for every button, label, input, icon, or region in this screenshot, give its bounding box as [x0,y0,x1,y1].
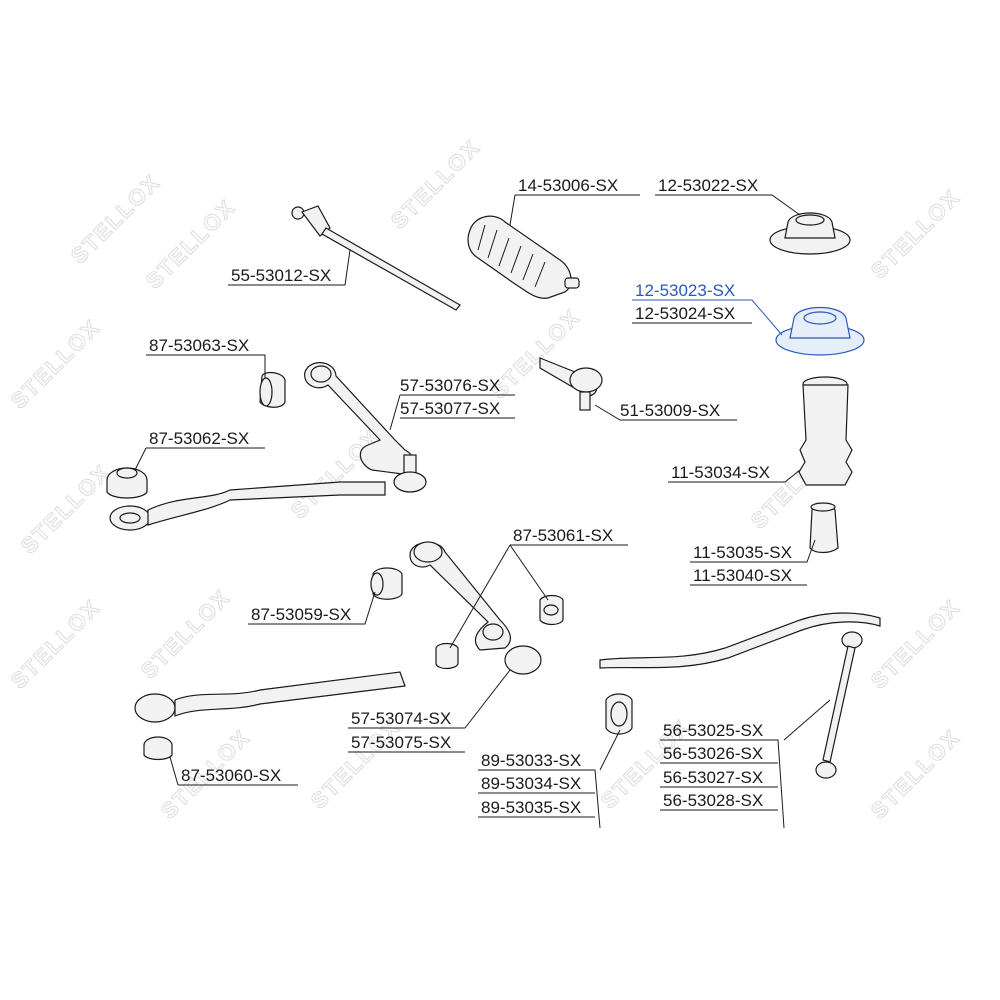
label-57-53077[interactable]: 57-53077-SX [400,399,500,418]
label-56-53025[interactable]: 56-53025-SX [663,721,763,740]
bushing-87-53063[interactable] [259,371,286,408]
label-55-53012[interactable]: 55-53012-SX [231,266,331,285]
watermark-6: STELLOX [486,304,585,403]
part-labels: 14-53006-SX 12-53022-SX 55-53012-SX 12-5… [149,176,792,817]
strut-mount-upper[interactable] [769,212,851,255]
label-12-53024[interactable]: 12-53024-SX [635,304,735,323]
label-87-53063[interactable]: 87-53063-SX [149,336,249,355]
label-12-53023[interactable]: 12-53023-SX [635,281,735,300]
label-56-53028[interactable]: 56-53028-SX [663,791,763,810]
control-arm-lower[interactable] [409,541,542,675]
watermark-12: STELLOX [306,714,405,813]
bushing-87-53061[interactable] [539,594,564,626]
steering-boot[interactable] [467,215,580,299]
label-57-53076[interactable]: 57-53076-SX [400,376,500,395]
watermark-1: STELLOX [66,169,165,268]
bushing-87-53062[interactable] [106,467,148,499]
label-87-53062[interactable]: 87-53062-SX [149,429,249,448]
label-56-53027[interactable]: 56-53027-SX [663,768,763,787]
shock-boot[interactable] [798,376,853,486]
leader-lines [134,194,831,829]
watermark-14: STELLOX [866,724,965,823]
label-11-53035[interactable]: 11-53035-SX [693,543,792,562]
watermark-11: STELLOX [136,584,235,683]
lower-link-lower[interactable] [134,671,406,723]
strut-mount-lower-highlighted[interactable] [775,307,865,356]
label-51-53009[interactable]: 51-53009-SX [620,401,720,420]
label-87-53060[interactable]: 87-53060-SX [181,766,281,785]
lower-link-upper[interactable] [109,481,386,531]
label-89-53033[interactable]: 89-53033-SX [481,751,581,770]
watermark-8: STELLOX [866,184,965,283]
watermark-9: STELLOX [16,459,115,558]
label-89-53035[interactable]: 89-53035-SX [481,798,581,817]
label-12-53022[interactable]: 12-53022-SX [658,176,758,195]
stabilizer-link[interactable] [815,631,863,779]
tie-rod-end-51-53009[interactable] [539,357,603,411]
watermark-10: STELLOX [6,594,105,693]
label-56-53026[interactable]: 56-53026-SX [663,744,763,763]
bump-stop[interactable] [809,502,839,554]
watermark-15: STELLOX [866,594,965,693]
watermark-3: STELLOX [386,134,485,233]
label-89-53034[interactable]: 89-53034-SX [481,774,581,793]
control-arm-upper[interactable] [304,362,427,493]
watermark-4: STELLOX [6,314,105,413]
label-57-53074[interactable]: 57-53074-SX [351,709,451,728]
watermark-5: STELLOX [286,424,385,523]
tie-rod[interactable] [291,205,461,311]
label-14-53006[interactable]: 14-53006-SX [518,176,618,195]
stabilizer-bar[interactable] [599,612,881,669]
bushing-87-53060[interactable] [143,736,173,761]
label-11-53034[interactable]: 11-53034-SX [671,463,770,482]
stabilizer-bushing[interactable] [605,693,633,735]
label-57-53075[interactable]: 57-53075-SX [351,733,451,752]
bushing-87-53059[interactable] [370,567,403,600]
label-87-53059[interactable]: 87-53059-SX [251,605,351,624]
watermark-2: STELLOX [141,194,240,293]
label-11-53040[interactable]: 11-53040-SX [693,566,792,585]
label-87-53061[interactable]: 87-53061-SX [513,526,613,545]
bushing-small[interactable] [435,642,459,670]
